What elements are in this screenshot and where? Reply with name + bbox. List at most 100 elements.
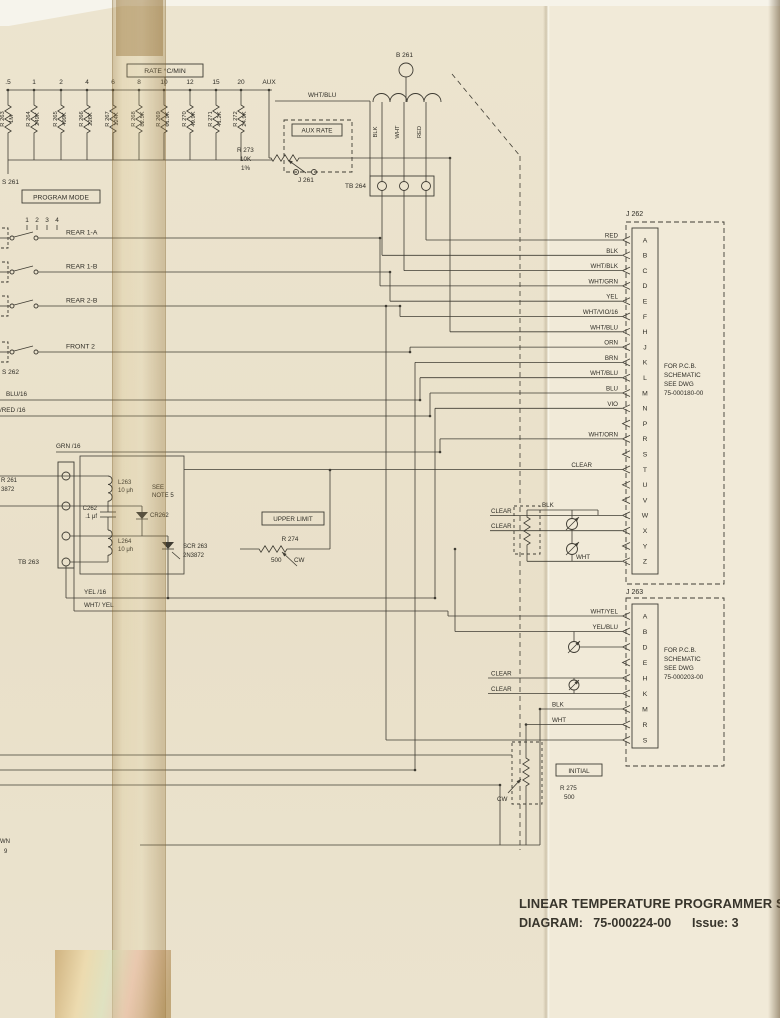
c262-ref: C262 xyxy=(83,506,98,512)
resistor xyxy=(523,510,531,552)
wire-label: BLK xyxy=(552,702,565,709)
junction-dot xyxy=(398,304,402,308)
l263-ref: L263 xyxy=(118,480,132,486)
resistor xyxy=(269,154,301,162)
wire-label-blu16: BLU/16 xyxy=(6,391,28,398)
rate-tick: 2 xyxy=(59,79,63,86)
j262-pin: J xyxy=(643,344,646,351)
wire-label: WHT/BLU xyxy=(590,324,618,331)
junction-dot xyxy=(428,414,432,418)
position-number: 2 xyxy=(35,217,39,224)
resistor xyxy=(160,90,168,148)
scan-corner-wedge xyxy=(0,0,150,26)
r275-value: 500 xyxy=(564,794,575,801)
rate-resistor-ref: R 265 xyxy=(53,111,59,126)
resistor xyxy=(83,90,91,148)
wire-label: YEL xyxy=(606,294,618,301)
j261-pin xyxy=(311,169,317,175)
j262-pin: Z xyxy=(643,559,647,566)
wire-label: WHT xyxy=(552,717,566,724)
rate-resistor-value: 61.9K xyxy=(165,111,171,126)
partial-label: 9 xyxy=(4,849,8,855)
junction-dot xyxy=(384,304,388,308)
wire-label: BRN xyxy=(605,355,618,362)
rate-tick: 12 xyxy=(186,79,194,86)
cable-boundary xyxy=(451,73,521,157)
wire-label: WHT/GRN xyxy=(588,278,618,285)
junction-dot xyxy=(524,723,528,726)
blower-wire-label: RED xyxy=(417,126,423,138)
wire-label: VIO xyxy=(607,401,618,408)
switch-label: REAR 1-A xyxy=(66,230,98,237)
arrow-head xyxy=(574,517,579,522)
title-block: LINEAR TEMPERATURE PROGRAMMER SCH DIAGRA… xyxy=(519,896,780,930)
j262-pin: H xyxy=(643,329,648,336)
j262-pcb-note: SCHEMATIC xyxy=(664,372,701,379)
pin-entry-arrow xyxy=(621,435,631,443)
junction-dot xyxy=(498,783,502,787)
switch-contact xyxy=(9,235,15,241)
j262-pin: R xyxy=(643,436,648,443)
b261-circle xyxy=(398,62,414,78)
pin-entry-arrow xyxy=(621,327,631,336)
junction-dot xyxy=(418,398,422,402)
rate-resistor-ref: R 269 xyxy=(156,111,162,126)
wire-label: BLK xyxy=(606,248,619,255)
pin-entry-arrow xyxy=(621,450,631,459)
rate-tick: 15 xyxy=(212,79,220,86)
j262-pcb-note: FOR P.C.B. xyxy=(664,363,697,370)
j263-pin: K xyxy=(643,691,648,698)
resistor xyxy=(212,90,220,148)
junction-dot xyxy=(538,707,542,711)
rate-resistor-ref: R 270 xyxy=(182,111,188,126)
j263-pin: E xyxy=(643,660,648,667)
switch-contact xyxy=(33,235,39,241)
r275-ref: R 275 xyxy=(560,785,577,792)
position-number: 3 xyxy=(45,217,49,224)
r273-value: 10K xyxy=(240,156,252,163)
j263-pin: R xyxy=(643,722,648,729)
resistor xyxy=(240,545,306,553)
rate-tick: 10 xyxy=(160,79,168,86)
rate-resistor-ref: R 272 xyxy=(233,111,239,126)
switch-label: REAR 1-B xyxy=(66,264,98,271)
resistor xyxy=(4,90,12,148)
box xyxy=(21,189,101,204)
rate-resistor-value: 226K xyxy=(88,112,94,126)
pin-entry-arrow xyxy=(621,373,631,382)
switch-contact xyxy=(33,303,39,309)
pin-entry-arrow xyxy=(621,627,631,636)
j262-pin: N xyxy=(643,406,648,413)
pin-entry-arrow xyxy=(621,643,631,651)
j263-pin: H xyxy=(643,675,648,682)
inductor-coil xyxy=(107,475,113,502)
paper-fold-right-panel xyxy=(548,0,780,1018)
rate-tick: 6 xyxy=(111,79,115,86)
j263-pcb-note: FOR P.C.B. xyxy=(664,647,697,654)
wire-label: CLEAR xyxy=(491,523,512,530)
j262-ref: J 262 xyxy=(626,211,643,218)
j262-pin: S xyxy=(643,452,648,459)
pin-entry-arrow xyxy=(621,480,631,489)
pin-entry-arrow xyxy=(621,511,631,520)
s261-ref: S 261 xyxy=(2,179,19,186)
rate-tick: 4 xyxy=(85,79,89,86)
rate-resistor-value: 249K xyxy=(35,112,41,126)
switch-lever xyxy=(13,345,34,352)
j261-dashed-box xyxy=(283,119,353,173)
pin-entry-arrow xyxy=(621,282,631,290)
pin-entry-arrow xyxy=(621,312,631,321)
switch-contact xyxy=(33,269,39,275)
rate-resistor-ref: R 267 xyxy=(105,111,111,126)
wire-label: BLK xyxy=(542,502,555,509)
r274-value: 500 xyxy=(271,557,282,564)
pin-entry-arrow xyxy=(621,674,631,682)
rate-tick: AUX xyxy=(262,79,276,86)
wire-label-yel16: YEL /16 xyxy=(84,589,107,596)
rate-resistor-value: 1M xyxy=(9,115,15,123)
wire-label: WHT xyxy=(576,554,590,561)
drawing-number: DIAGRAM: 75-000224-00 Issue: 3 xyxy=(519,916,739,930)
rate-resistor-ref: R 268 xyxy=(131,111,137,126)
program-mode-label: PROGRAM MODE xyxy=(33,195,89,202)
r273-tolerance: 1% xyxy=(241,165,251,172)
